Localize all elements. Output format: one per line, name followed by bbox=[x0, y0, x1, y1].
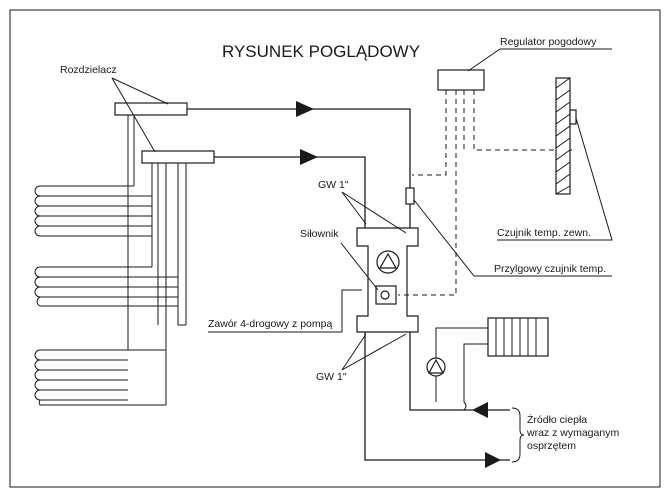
diagram-title: RYSUNEK POGLĄDOWY bbox=[222, 42, 420, 61]
floor-loops bbox=[34, 115, 187, 406]
label-heat-source-3: osprzętem bbox=[527, 440, 576, 452]
label-outdoor-sensor: Czujnik temp. zewn. bbox=[497, 227, 591, 239]
contact-sensor bbox=[405, 187, 415, 205]
signal-actuator bbox=[398, 90, 457, 296]
radiator-branch bbox=[426, 317, 549, 411]
signal-contact-sensor bbox=[412, 90, 447, 176]
label-weather-controller: Regulator pogodowy bbox=[500, 36, 597, 48]
manifold-upper bbox=[114, 102, 188, 116]
arrow-lower bbox=[300, 149, 318, 165]
label-heat-source-2: wraz z wymaganym bbox=[526, 427, 619, 439]
label-actuator: Siłownik bbox=[300, 228, 339, 240]
leader-distributor-1 bbox=[111, 77, 169, 105]
pipe-upper-return bbox=[187, 108, 411, 230]
frame bbox=[9, 9, 661, 488]
pipe-valve-to-source-right bbox=[409, 332, 470, 411]
pipe-lower-supply bbox=[214, 156, 366, 228]
arrow-upper bbox=[296, 101, 314, 117]
heat-source-bracket bbox=[511, 407, 525, 463]
wall-hatch bbox=[555, 77, 571, 195]
label-contact-sensor: Przylgowy czujnik temp. bbox=[494, 263, 606, 275]
weather-controller-box bbox=[437, 69, 485, 91]
four-way-valve bbox=[356, 227, 419, 333]
label-gw-bottom: GW 1" bbox=[316, 371, 347, 383]
signal-outdoor-sensor bbox=[473, 90, 572, 151]
label-distributor: Rozdzielacz bbox=[60, 64, 117, 76]
outdoor-sensor bbox=[569, 109, 577, 125]
manifold-lower bbox=[141, 150, 215, 164]
pipe-valve-to-source-left bbox=[364, 332, 470, 461]
radiator-icon bbox=[487, 317, 549, 357]
label-heat-source-1: Źródło ciepła bbox=[527, 413, 587, 426]
label-gw-top: GW 1" bbox=[318, 179, 349, 191]
label-valve: Zawór 4-drogowy z pompą bbox=[208, 318, 332, 330]
